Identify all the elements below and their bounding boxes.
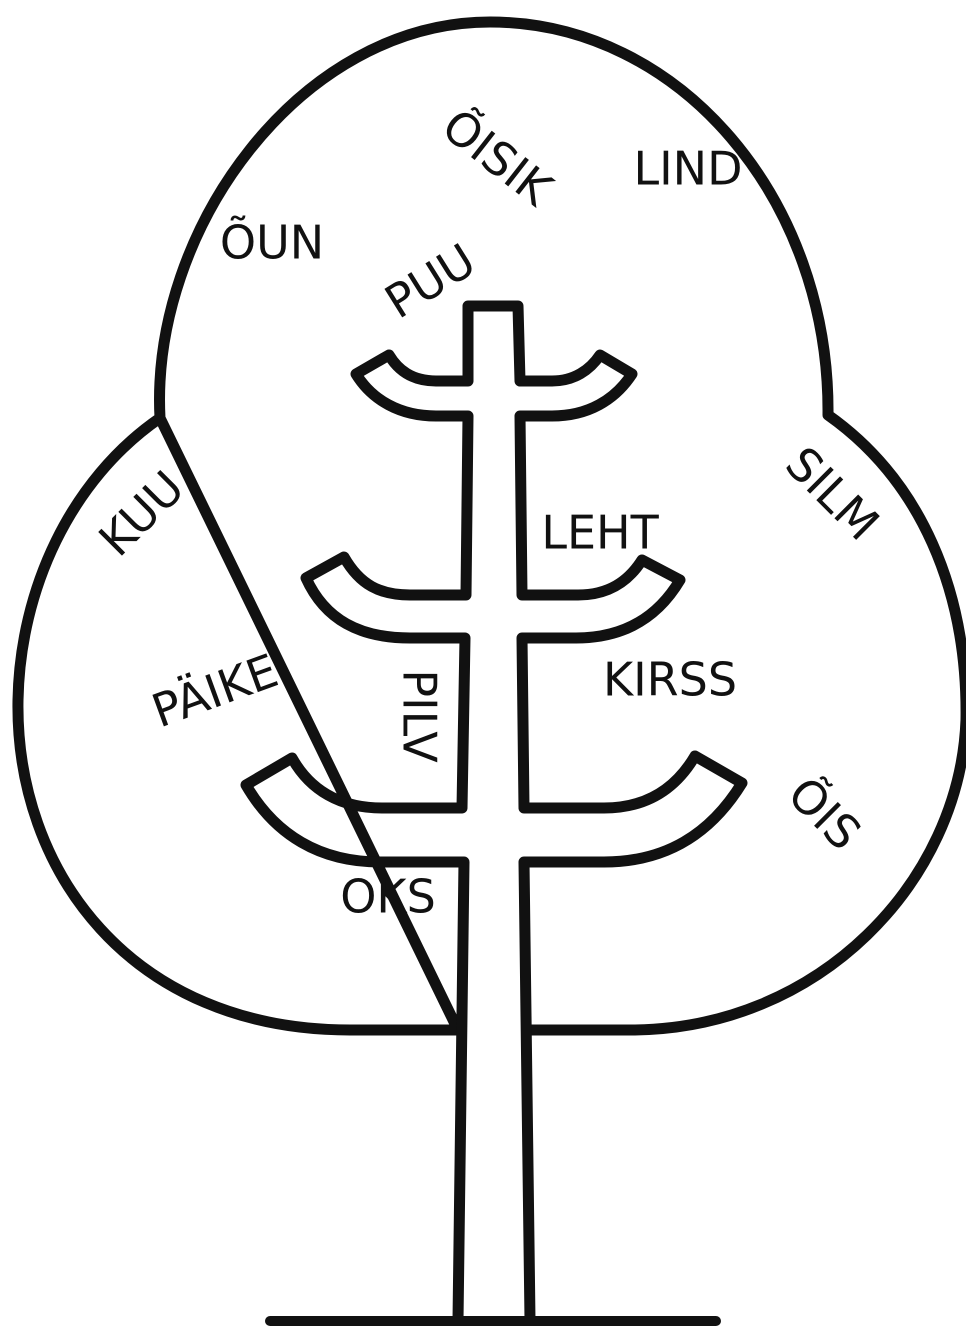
- word-kirss: KIRSS: [603, 653, 737, 707]
- word-oks: OKS: [340, 870, 436, 924]
- word-lind: LIND: [633, 142, 742, 196]
- word-ois: ÕIS: [777, 767, 871, 861]
- tree-trunk-outline: [246, 306, 742, 1320]
- word-kuu: KUU: [88, 460, 194, 566]
- word-oun: ÕUN: [220, 216, 324, 270]
- word-oisik: ÕISIK: [432, 98, 563, 217]
- word-pilv: PILV: [393, 669, 447, 763]
- word-leht: LEHT: [541, 506, 659, 560]
- word-paike: PÄIKE: [145, 643, 285, 738]
